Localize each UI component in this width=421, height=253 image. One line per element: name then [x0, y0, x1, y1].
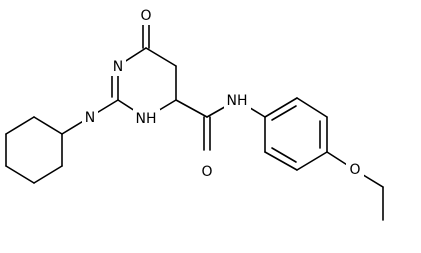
bond-ar-4 — [296, 151, 328, 171]
bond-pip-3 — [5, 165, 35, 184]
bond-pip-2 — [33, 165, 63, 184]
bond-ar-inner-3 — [271, 147, 297, 163]
atom-labels: O N NH N NH O O — [82, 6, 364, 181]
ring-nh-label: NH — [136, 111, 157, 127]
amide-oxygen-label: O — [201, 164, 212, 180]
bond-c6-c5 — [145, 47, 177, 67]
bond-ar-1 — [264, 97, 298, 118]
bond-ar-2 — [296, 97, 328, 118]
piperidine-nitrogen-label: N — [85, 110, 95, 126]
bonds — [5, 15, 384, 221]
ketone-oxygen-label: O — [140, 8, 151, 24]
ring-nitrogen-label: N — [113, 59, 123, 75]
bond-ar-5 — [264, 151, 298, 171]
bond-ar-inner-1 — [271, 105, 297, 121]
bond-pip-5 — [5, 116, 35, 135]
bond-c4-camide — [175, 99, 208, 118]
bond-pip-6 — [33, 116, 63, 135]
ether-oxygen-label: O — [349, 162, 360, 178]
amide-nh-label: NH — [227, 93, 248, 109]
